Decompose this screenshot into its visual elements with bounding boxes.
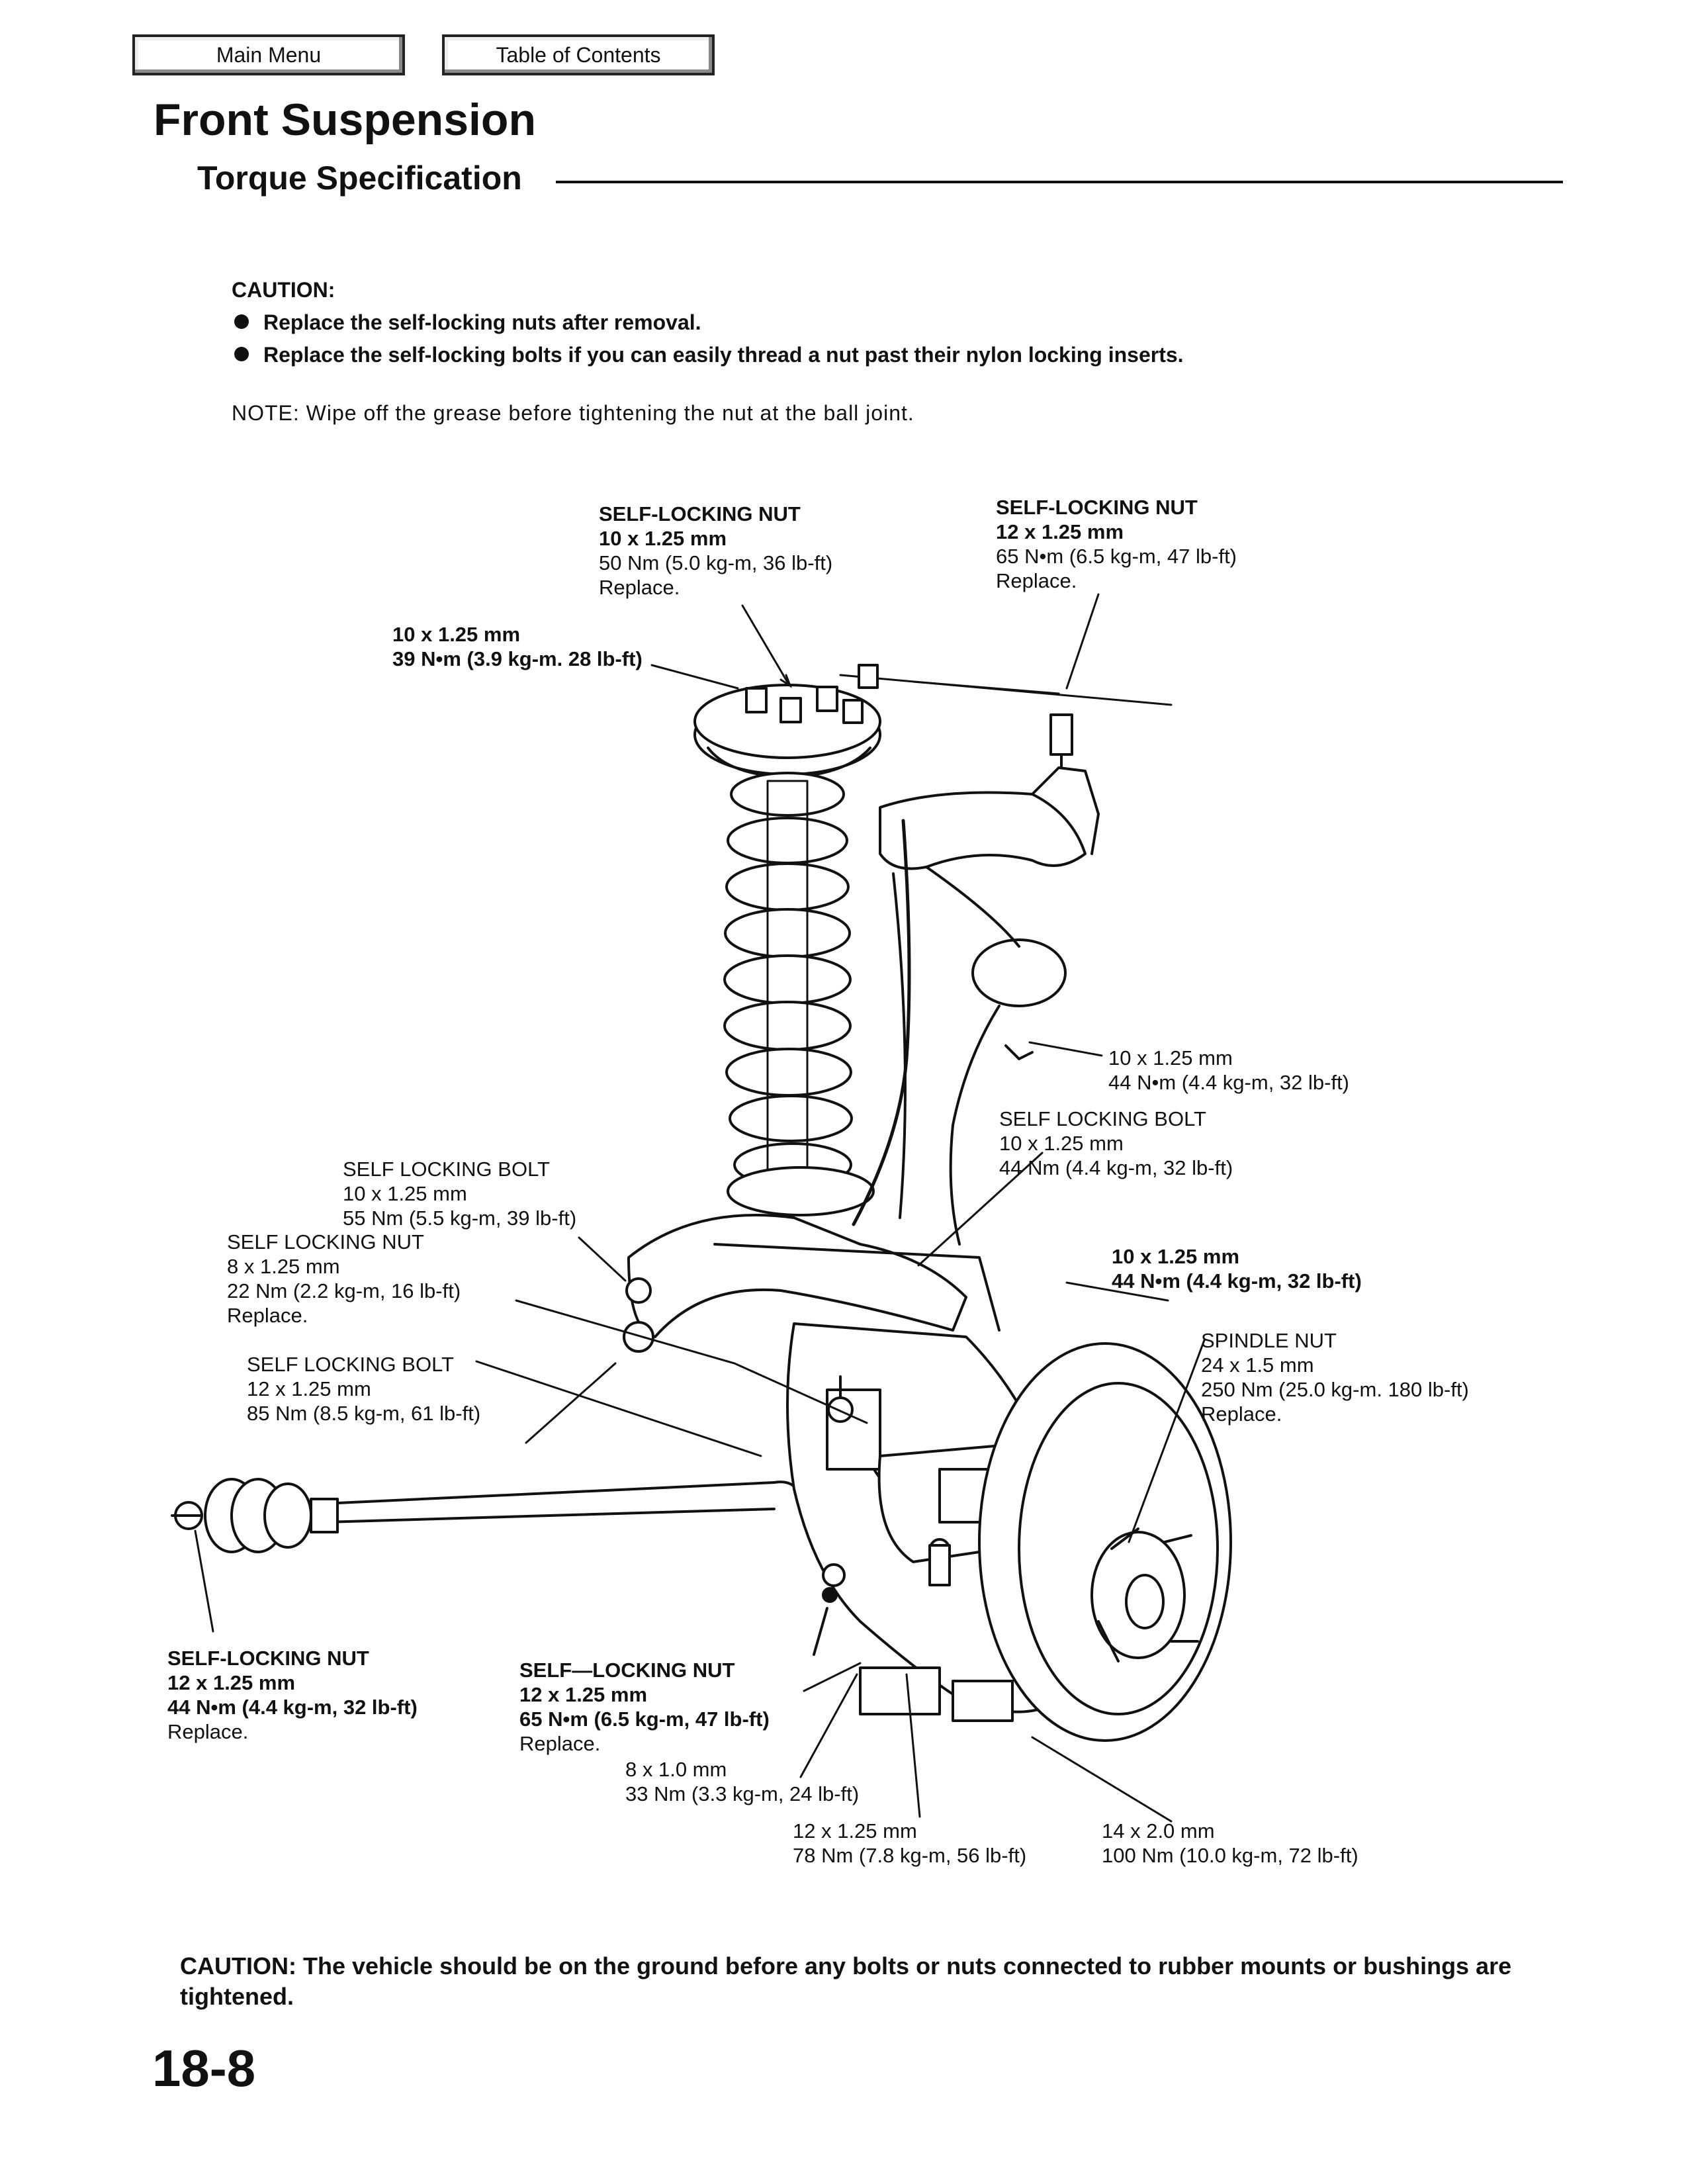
bottom-caution: CAUTION: The vehicle should be on the gr… [180, 1952, 1512, 2010]
callout-spindle-nut: SPINDLE NUT 24 x 1.5 mm 250 Nm (25.0 kg-… [1201, 1328, 1469, 1426]
callout-left-bolt-2: SELF LOCKING BOLT 12 x 1.25 mm 85 Nm (8.… [247, 1352, 480, 1426]
caution-item: Replace the self-locking nuts after remo… [232, 310, 1184, 335]
callout-text: 10 x 1.25 mm [1112, 1245, 1240, 1268]
callout-text: SELF LOCKING BOLT [247, 1353, 454, 1376]
callout-left-bolt-1: SELF LOCKING BOLT 10 x 1.25 mm 55 Nm (5.… [343, 1157, 576, 1230]
callout-text: 10 x 1.25 mm [392, 623, 521, 646]
callout-bottom-left: SELF-LOCKING NUT 12 x 1.25 mm 44 N•m (4.… [167, 1646, 418, 1744]
callout-text: 24 x 1.5 mm [1201, 1353, 1314, 1377]
callout-text: 12 x 1.25 mm [167, 1671, 296, 1694]
callout-text: 100 Nm (10.0 kg-m, 72 lb-ft) [1102, 1844, 1358, 1867]
callout-text: 10 x 1.25 mm [343, 1182, 467, 1205]
callout-text: 10 x 1.25 mm [599, 527, 727, 550]
callout-text: 78 Nm (7.8 kg-m, 56 lb-ft) [793, 1844, 1027, 1867]
callout-text: 12 x 1.25 mm [996, 520, 1124, 543]
callout-text: 33 Nm (3.3 kg-m, 24 lb-ft) [625, 1782, 860, 1805]
callout-left-nut: SELF LOCKING NUT 8 x 1.25 mm 22 Nm (2.2 … [227, 1230, 461, 1328]
callout-right-1: 10 x 1.25 mm 44 N•m (4.4 kg-m, 32 lb-ft) [1108, 1046, 1349, 1095]
callout-bottom-12mm: 12 x 1.25 mm 78 Nm (7.8 kg-m, 56 lb-ft) [793, 1819, 1026, 1868]
section-rule [556, 181, 1563, 183]
callout-text: 10 x 1.25 mm [999, 1132, 1124, 1155]
callout-top-left: 10 x 1.25 mm 39 N•m (3.9 kg-m. 28 lb-ft) [392, 622, 643, 671]
callout-text: 39 N•m (3.9 kg-m. 28 lb-ft) [392, 647, 643, 670]
callout-text: SELF-LOCKING NUT [599, 502, 801, 525]
note-text: NOTE: Wipe off the grease before tighten… [232, 401, 914, 425]
callout-text: 85 Nm (8.5 kg-m, 61 lb-ft) [247, 1402, 481, 1425]
caution-list: Replace the self-locking nuts after remo… [232, 310, 1184, 367]
caution-item: Replace the self-locking bolts if you ca… [232, 343, 1184, 367]
callout-text: Replace. [519, 1732, 601, 1755]
callout-text: SELF—LOCKING NUT [519, 1659, 735, 1682]
callout-text: 8 x 1.0 mm [625, 1758, 727, 1781]
callout-text: 44 N•m (4.4 kg-m, 32 lb-ft) [1108, 1071, 1350, 1094]
callout-text: 12 x 1.25 mm [519, 1683, 648, 1706]
callout-text: Replace. [227, 1304, 308, 1327]
callout-text: 44 N•m (4.4 kg-m, 32 lb-ft) [167, 1696, 418, 1719]
callout-bottom-center: SELF—LOCKING NUT 12 x 1.25 mm 65 N•m (6.… [519, 1658, 770, 1756]
table-of-contents-button[interactable]: Table of Contents [442, 34, 715, 75]
callout-text: 65 N•m (6.5 kg-m, 47 lb-ft) [996, 545, 1237, 568]
callout-text: 250 Nm (25.0 kg-m. 180 lb-ft) [1201, 1378, 1469, 1401]
callout-text: SPINDLE NUT [1201, 1329, 1337, 1352]
caution-heading: CAUTION: [232, 278, 335, 302]
callout-text: SELF-LOCKING NUT [996, 496, 1198, 519]
callout-text: 65 N•m (6.5 kg-m, 47 lb-ft) [519, 1707, 770, 1731]
callout-bottom-14mm: 14 x 2.0 mm 100 Nm (10.0 kg-m, 72 lb-ft) [1102, 1819, 1358, 1868]
callout-text: SELF LOCKING NUT [227, 1230, 424, 1253]
callout-text: 44 Nm (4.4 kg-m, 32 lb-ft) [999, 1156, 1233, 1179]
callout-bottom-8mm: 8 x 1.0 mm 33 Nm (3.3 kg-m, 24 lb-ft) [625, 1757, 859, 1806]
callout-text: Replace. [996, 569, 1077, 592]
callout-text: 14 x 2.0 mm [1102, 1819, 1215, 1843]
callout-text: SELF-LOCKING NUT [167, 1647, 369, 1670]
callout-text: Replace. [599, 576, 680, 599]
callout-text: 50 Nm (5.0 kg-m, 36 lb-ft) [599, 551, 833, 574]
page-number: 18-8 [152, 2039, 256, 2097]
callout-right-2: SELF LOCKING BOLT 10 x 1.25 mm 44 Nm (4.… [999, 1107, 1233, 1180]
callout-text: 8 x 1.25 mm [227, 1255, 340, 1278]
caution-block: CAUTION: Replace the self-locking nuts a… [232, 278, 1184, 375]
callout-text: 55 Nm (5.5 kg-m, 39 lb-ft) [343, 1206, 577, 1230]
callout-text: SELF LOCKING BOLT [343, 1158, 550, 1181]
callout-text: 44 N•m (4.4 kg-m, 32 lb-ft) [1112, 1269, 1362, 1293]
callout-text: Replace. [167, 1720, 249, 1743]
main-menu-button[interactable]: Main Menu [132, 34, 405, 75]
section-title: Torque Specification [197, 159, 522, 197]
callout-text: 12 x 1.25 mm [793, 1819, 917, 1843]
callout-top-right: SELF-LOCKING NUT 12 x 1.25 mm 65 N•m (6.… [996, 495, 1237, 593]
callout-top-center: SELF-LOCKING NUT 10 x 1.25 mm 50 Nm (5.0… [599, 502, 832, 600]
callout-text: SELF LOCKING BOLT [999, 1107, 1206, 1130]
callout-text: Replace. [1201, 1402, 1282, 1426]
callout-right-3: 10 x 1.25 mm 44 N•m (4.4 kg-m, 32 lb-ft) [1112, 1244, 1362, 1293]
callout-text: 22 Nm (2.2 kg-m, 16 lb-ft) [227, 1279, 461, 1302]
callout-text: 12 x 1.25 mm [247, 1377, 371, 1400]
page-title: Front Suspension [154, 95, 536, 145]
callout-text: 10 x 1.25 mm [1108, 1046, 1233, 1069]
